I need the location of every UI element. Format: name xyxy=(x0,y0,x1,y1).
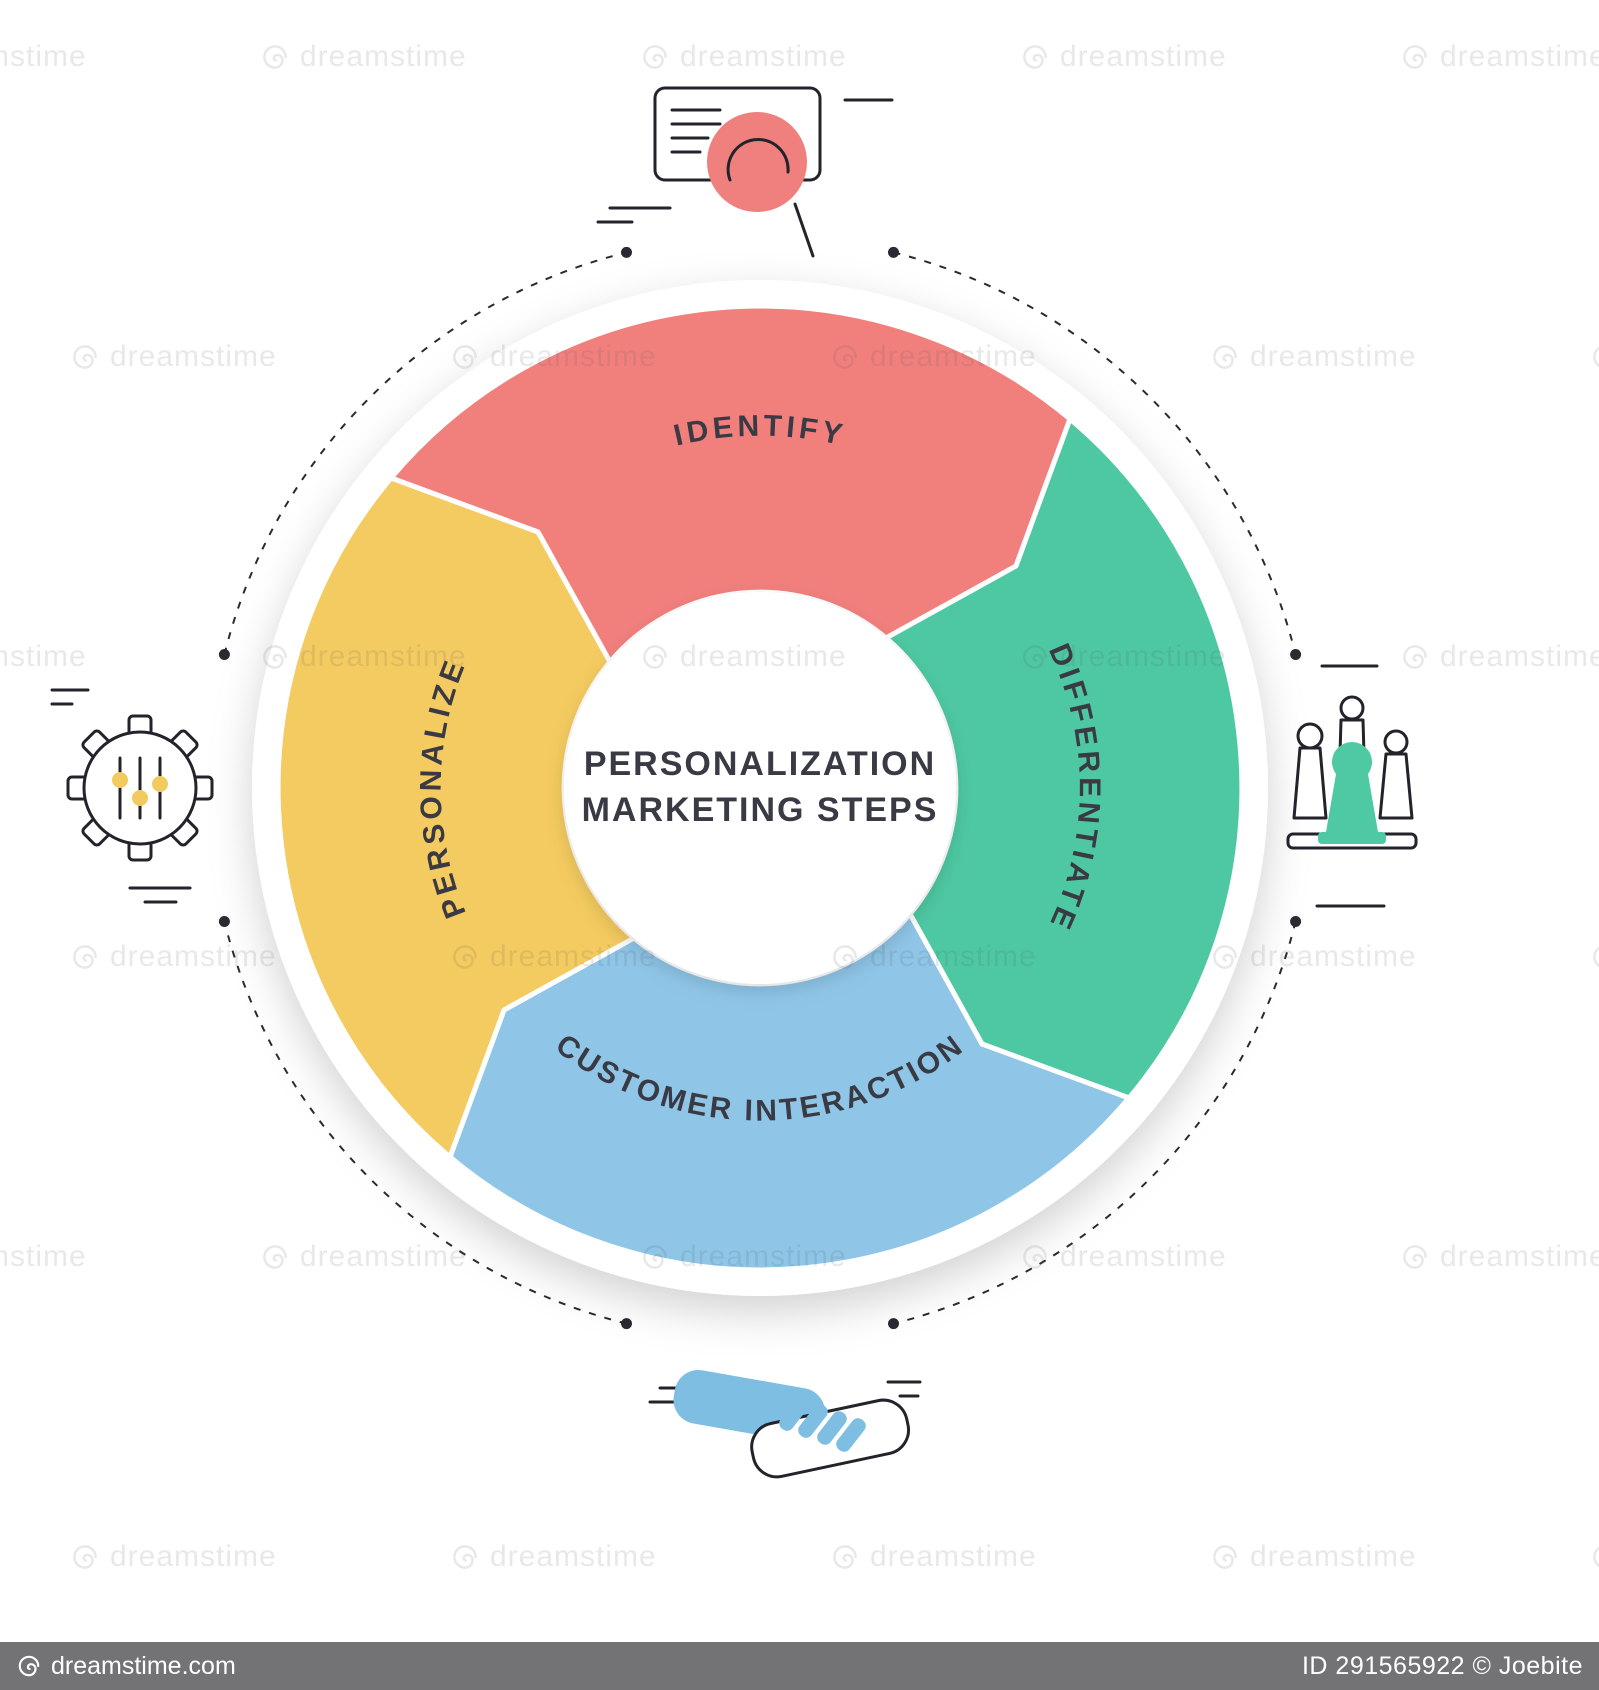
decor-lines xyxy=(50,688,192,904)
orbit-dot xyxy=(1290,916,1302,927)
orbit-dot xyxy=(1290,649,1302,660)
orbit-arc-bottom-left xyxy=(223,921,627,1325)
magnifier-lens xyxy=(707,112,807,212)
orbit-arc-bottom-right xyxy=(893,921,1297,1325)
orbit-dot xyxy=(888,1318,899,1330)
slider-knob xyxy=(112,772,128,788)
decor-lines xyxy=(596,98,894,224)
chess-left-piece xyxy=(1292,746,1328,820)
magnifier-handle xyxy=(793,202,815,258)
slider-knob xyxy=(132,790,148,806)
chess-pieces-icon xyxy=(1286,664,1418,908)
chess-pawn xyxy=(1326,742,1378,832)
image-credit-label: ID 291565922 © Joebite xyxy=(1301,1651,1583,1680)
gear-sliders-icon xyxy=(50,688,214,904)
chess-right-piece-head xyxy=(1383,729,1409,755)
chess-right-piece xyxy=(1378,752,1414,820)
watermark-site-label: dreamstime.com xyxy=(51,1651,236,1680)
lens-inner-arc xyxy=(726,138,790,182)
slider-knob xyxy=(152,776,168,792)
handshake-fingers xyxy=(779,1397,866,1452)
magnifier-card-icon xyxy=(596,86,894,258)
diagram-title-line1: PERSONALIZATION xyxy=(584,745,936,783)
diagram-title-line2: MARKETING STEPS xyxy=(582,791,939,829)
chess-pawn-base xyxy=(1318,832,1386,844)
diagram-center-disc xyxy=(564,592,956,984)
orbit-dots xyxy=(218,246,1302,1330)
chess-back-piece-head xyxy=(1339,695,1365,721)
dashed-orbit xyxy=(223,251,1297,1325)
orbit-dot xyxy=(888,246,899,258)
orbit-dot xyxy=(621,246,632,258)
orbit-dot xyxy=(218,916,230,927)
decor-lines xyxy=(1315,664,1386,908)
orbit-dot xyxy=(218,649,230,660)
orbit-arc-top-left xyxy=(223,251,627,655)
watermark-site: dreamstime.com xyxy=(16,1652,236,1681)
id-card-text-lines xyxy=(670,108,722,154)
credit-bar: dreamstime.com ID 291565922 © Joebite xyxy=(0,1642,1599,1690)
orbit-dot xyxy=(621,1318,632,1330)
chess-left-piece-head xyxy=(1296,722,1324,750)
dreamstime-swirl-icon xyxy=(16,1653,42,1679)
handshake-icon xyxy=(648,1369,922,1479)
orbit-arc-top-right xyxy=(893,251,1297,655)
